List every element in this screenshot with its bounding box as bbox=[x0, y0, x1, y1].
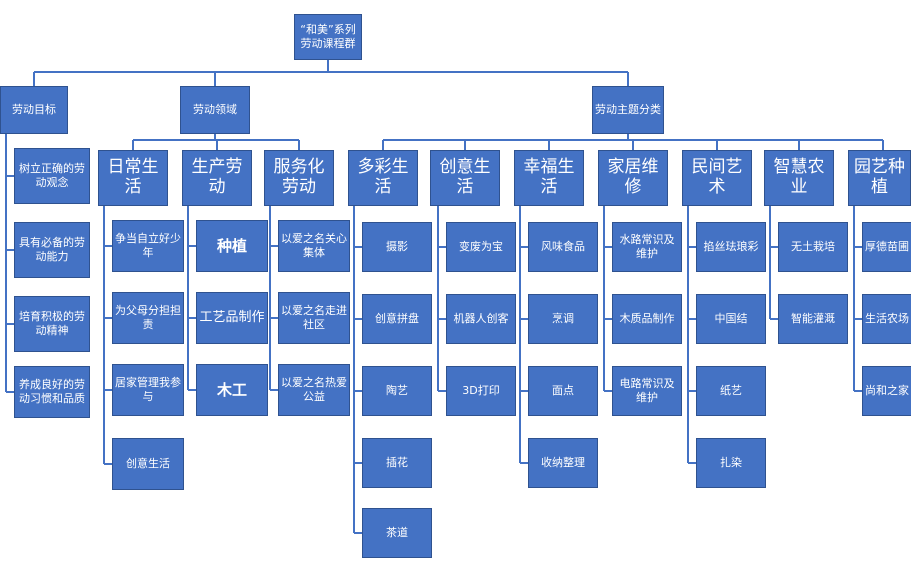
theme-item: 尚和之家 bbox=[862, 366, 911, 416]
theme-item: 木质品制作 bbox=[612, 294, 682, 344]
goal-item: 培育积极的劳动精神 bbox=[14, 296, 90, 352]
theme-item: 3D打印 bbox=[446, 366, 516, 416]
node-labor-goals: 劳动目标 bbox=[0, 86, 68, 134]
theme-item: 扎染 bbox=[696, 438, 766, 488]
daily-item: 争当自立好少年 bbox=[112, 220, 184, 272]
service-item: 以爱之名热爱公益 bbox=[278, 364, 350, 416]
theme-item: 风味食品 bbox=[528, 222, 598, 272]
goal-item: 养成良好的劳动习惯和品质 bbox=[14, 366, 90, 418]
service-item: 以爱之名走进社区 bbox=[278, 292, 350, 344]
theme-gardening: 园艺种植 bbox=[848, 150, 911, 206]
theme-item: 生活农场 bbox=[862, 294, 911, 344]
root-node: “和美”系列 劳动课程群 bbox=[294, 14, 362, 60]
theme-folk-art: 民间艺术 bbox=[682, 150, 752, 206]
goal-item: 具有必备的劳动能力 bbox=[14, 222, 90, 278]
domain-service: 服务化劳动 bbox=[264, 150, 334, 206]
daily-item: 为父母分担担责 bbox=[112, 292, 184, 344]
theme-item: 智能灌溉 bbox=[778, 294, 848, 344]
theme-home-repair: 家居维修 bbox=[598, 150, 668, 206]
theme-item: 插花 bbox=[362, 438, 432, 488]
goal-item: 树立正确的劳动观念 bbox=[14, 148, 90, 204]
production-item: 工艺品制作 bbox=[196, 292, 268, 344]
theme-happy-life: 幸福生活 bbox=[514, 150, 584, 206]
theme-item: 掐丝珐琅彩 bbox=[696, 222, 766, 272]
production-item: 木工 bbox=[196, 364, 268, 416]
theme-item: 纸艺 bbox=[696, 366, 766, 416]
theme-item: 收纳整理 bbox=[528, 438, 598, 488]
theme-item: 陶艺 bbox=[362, 366, 432, 416]
theme-item: 茶道 bbox=[362, 508, 432, 558]
theme-item: 电路常识及维护 bbox=[612, 366, 682, 416]
theme-item: 摄影 bbox=[362, 222, 432, 272]
theme-item: 厚德苗圃 bbox=[862, 222, 911, 272]
theme-creative-life: 创意生活 bbox=[430, 150, 500, 206]
theme-item: 无土栽培 bbox=[778, 222, 848, 272]
service-item: 以爱之名关心集体 bbox=[278, 220, 350, 272]
theme-colorful-life: 多彩生活 bbox=[348, 150, 418, 206]
theme-item: 烹调 bbox=[528, 294, 598, 344]
theme-item: 水路常识及维护 bbox=[612, 222, 682, 272]
node-theme-categories: 劳动主题分类 bbox=[592, 86, 664, 134]
theme-item: 变废为宝 bbox=[446, 222, 516, 272]
production-item: 种植 bbox=[196, 220, 268, 272]
theme-item: 机器人创客 bbox=[446, 294, 516, 344]
theme-item: 面点 bbox=[528, 366, 598, 416]
domain-daily-life: 日常生活 bbox=[98, 150, 168, 206]
daily-item: 居家管理我参与 bbox=[112, 364, 184, 416]
node-labor-domains: 劳动领域 bbox=[180, 86, 250, 134]
theme-item: 创意拼盘 bbox=[362, 294, 432, 344]
theme-item: 中国结 bbox=[696, 294, 766, 344]
domain-production: 生产劳动 bbox=[182, 150, 252, 206]
theme-smart-agriculture: 智慧农业 bbox=[764, 150, 834, 206]
daily-item: 创意生活 bbox=[112, 438, 184, 490]
